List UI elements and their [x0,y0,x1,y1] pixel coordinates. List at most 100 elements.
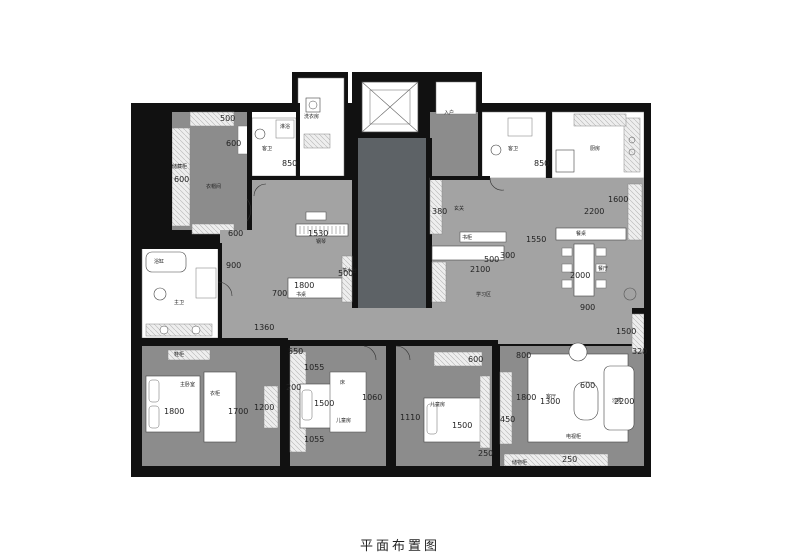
bath2-toilet-icon [254,128,266,140]
dim-600-left: 600 [174,175,189,184]
dim-2200-dining: 2200 [584,207,604,216]
label-piano: 钢琴 [316,238,326,245]
dim-1500-kid2: 1500 [452,421,472,430]
dim-800: 800 [516,351,531,360]
room-label-bath3: 客卫 [508,145,518,152]
basin-icon-2 [191,325,201,335]
dim-1800-master: 1800 [164,407,184,416]
dim-700: 700 [272,289,287,298]
master-pillow-1 [148,379,160,403]
dim-450: 450 [500,415,515,424]
balcony-left-floor [297,77,345,177]
kid2-pillow [426,403,438,435]
bath2-floor [251,117,297,177]
dim-1110: 1110 [400,413,420,422]
bath3-toilet-icon [490,144,502,156]
label-book: 书柜 [462,234,472,241]
dim-1500-living: 1500 [616,327,636,336]
dim-900-bath: 900 [226,261,241,270]
label-tv: 电视柜 [566,433,581,440]
coffee-table [573,381,599,421]
dim-1550: 1550 [526,235,546,244]
label-table: 餐桌 [576,230,586,237]
sofa-icon [603,365,635,431]
dim-1300: 1300 [540,397,560,406]
bath2-shower-icon [275,119,295,139]
elevator-inner [369,89,411,125]
master-pillow-2 [148,405,160,429]
dim-1530: 1530 [308,229,328,238]
label-sofa: 沙发 [612,397,622,404]
dining-chair-l1 [561,247,573,257]
label-bed: 床 [340,379,345,386]
study-floor [432,178,644,308]
bathtub-icon [145,251,187,273]
dim-2000: 2000 [570,271,590,280]
dim-850-bath2: 850 [282,159,297,168]
kid2-cabinet [479,375,491,449]
room-label-bath1: 主卫 [174,299,184,306]
dim-600-bottom: 600 [228,229,243,238]
study-shelf [459,231,507,243]
dim-550: 550 [288,347,303,356]
dining-chair-l2 [561,263,573,273]
dim-250-right: 250 [562,455,577,464]
dim-300: 300 [500,251,515,260]
dim-1700: 1700 [228,407,248,416]
master-vanity [145,323,213,337]
dim-600-table: 600 [580,381,595,390]
drawing-title: 平面布置图 [360,539,440,554]
washer-icon [305,97,321,113]
walkin-wardrobe-top [189,111,235,127]
kitchen-counter-top [573,113,627,127]
entry-floor [430,112,480,178]
core-corridor [358,138,426,308]
stove-burner-icon [628,136,636,144]
hall-floor [220,230,252,344]
piano-keys-icon [299,226,345,234]
kid1-desk [329,371,367,433]
bath3-shower-icon [507,117,533,137]
master-top-cabinet [167,349,211,361]
kid2-wardrobe [433,351,483,367]
room-label-dining: 餐厅 [598,265,608,272]
label-shoe: 鞋柜 [174,351,184,358]
dining-chair-l3 [561,279,573,289]
room-label-kitchen: 厨房 [590,145,600,152]
fridge-icon [555,149,575,173]
dining-table [573,243,595,297]
dim-2100: 2100 [470,265,490,274]
label-desk: 书桌 [296,291,306,298]
walkin-wardrobe-bottom [191,223,235,235]
plant-icon [623,287,637,301]
room-label-bath2: 客卫 [262,145,272,152]
study-desk [431,245,505,261]
room-label-study: 学习区 [476,291,491,298]
label-tea: 茶水台 [342,267,357,274]
dim-1360: 1360 [254,323,274,332]
dim-1800-living: 1800 [516,393,536,402]
dim-600-walkin: 600 [226,139,241,148]
master-toilet-icon [153,287,167,301]
dining-chair-r3 [595,279,607,289]
label-locker: 储物柜 [512,459,527,466]
study-book-cabinet [431,261,447,303]
washer-drum-icon [308,100,318,110]
dim-1055-bottom: 1055 [304,435,324,444]
piano-bench-icon [305,211,327,221]
master-shower [195,267,217,299]
laundry-counter [303,133,331,149]
room-label-porch: 玄关 [454,205,464,212]
dining-bar [555,227,627,241]
room-label-walkin: 衣帽间 [206,183,221,190]
dim-2200-living: 2200 [614,397,634,406]
dim-1060: 1060 [362,393,382,402]
corridor-floor [252,308,632,344]
room-label-entry: 入户 [444,109,454,116]
dim-1800-tea: 1800 [294,281,314,290]
dim-380: 380 [432,207,447,216]
dim-1600: 1600 [608,195,628,204]
interior-walls [131,103,651,476]
room-label-master: 主卧室 [180,381,195,388]
